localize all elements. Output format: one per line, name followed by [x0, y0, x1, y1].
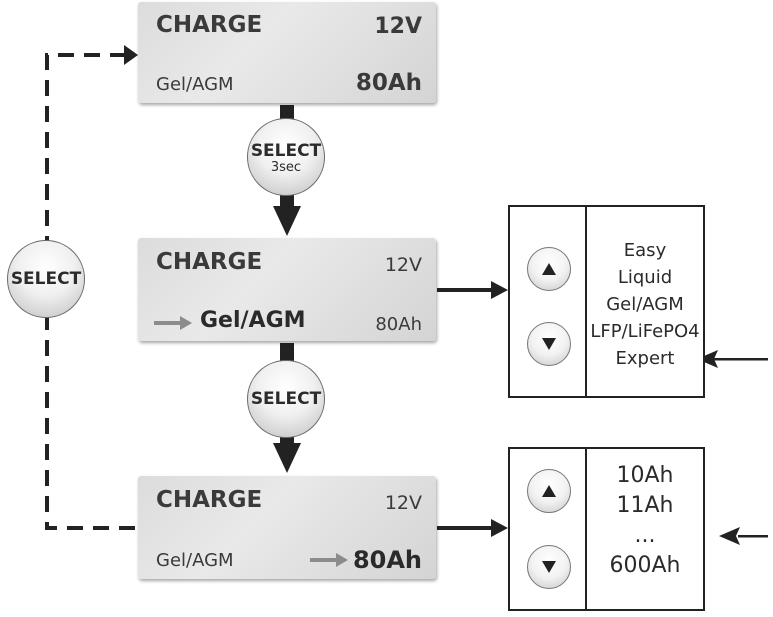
screen-3-voltage: 12V [384, 492, 422, 514]
mode-option-easy: Easy [623, 240, 667, 261]
select-button-hold[interactable]: SELECT 3sec [247, 118, 325, 196]
lcd-screen-3: CHARGE 12V Gel/AGM 80Ah [138, 476, 436, 579]
capacity-panel-divider [585, 449, 587, 609]
capacity-option-10ah: 10Ah [616, 463, 674, 488]
down-arrow-icon [542, 561, 556, 573]
arrow-to-mode-panel-head [491, 281, 508, 299]
arrow-to-capacity-panel-shaft [437, 526, 493, 530]
screen-3-mode: Gel/AGM [156, 550, 234, 571]
screen-1-capacity: 80Ah [355, 70, 422, 96]
mode-options-list: Easy Liquid Gel/AGM LFP/LiFePO4 Expert [587, 237, 703, 372]
screen-3-capacity: 80Ah [352, 546, 422, 574]
connector-1-arrowhead [273, 206, 301, 236]
capacity-pointer-shaft [738, 535, 768, 538]
mode-option-liquid: Liquid [617, 267, 673, 288]
select-button-loop-label: SELECT [10, 269, 82, 289]
mode-option-gel-agm: Gel/AGM [606, 294, 684, 315]
connector-2-top [280, 343, 294, 363]
mode-down-button[interactable] [527, 322, 571, 366]
capacity-down-button[interactable] [527, 545, 571, 589]
capacity-options-panel: 10Ah 11Ah ... 600Ah [508, 447, 705, 611]
mode-panel-divider [585, 207, 587, 396]
mode-options-panel: Easy Liquid Gel/AGM LFP/LiFePO4 Expert [508, 205, 705, 398]
screen-3-title: CHARGE [156, 487, 263, 513]
arrow-to-capacity-panel-head [491, 519, 508, 537]
capacity-option-600ah: 600Ah [609, 553, 681, 578]
dashed-loop-arrowhead [124, 45, 138, 65]
mode-pointer-shaft [712, 358, 768, 361]
screen-1-title: CHARGE [156, 12, 263, 38]
up-arrow-icon [542, 485, 556, 497]
connector-2-arrowhead [273, 443, 301, 473]
screen-2-voltage: 12V [384, 254, 422, 276]
mode-option-expert: Expert [615, 348, 675, 369]
capacity-option-11ah: 11Ah [616, 493, 674, 518]
mode-selected-arrow-icon [154, 316, 192, 330]
lcd-screen-1: CHARGE 12V Gel/AGM 80Ah [138, 2, 436, 103]
arrow-to-mode-panel-shaft [437, 288, 493, 292]
select-button-hold-duration: 3sec [270, 159, 302, 175]
screen-2-capacity: 80Ah [375, 314, 422, 335]
mode-pointer-head [697, 350, 718, 368]
capacity-up-button[interactable] [527, 469, 571, 513]
screen-2-mode: Gel/AGM [200, 308, 306, 333]
select-button-loop[interactable]: SELECT [7, 240, 85, 318]
mode-up-button[interactable] [527, 247, 571, 291]
select-button-mid[interactable]: SELECT [247, 360, 325, 438]
screen-1-mode: Gel/AGM [156, 74, 234, 95]
screen-2-title: CHARGE [156, 249, 263, 275]
select-button-mid-label: SELECT [250, 389, 322, 409]
capacity-option-ellipsis: ... [634, 523, 656, 548]
up-arrow-icon [542, 263, 556, 275]
select-button-hold-label: SELECT [250, 140, 322, 161]
screen-1-voltage: 12V [374, 14, 422, 39]
capacity-options-list: 10Ah 11Ah ... 600Ah [587, 461, 703, 581]
down-arrow-icon [542, 338, 556, 350]
capacity-selected-arrow-icon [310, 553, 348, 567]
capacity-pointer-head [719, 527, 740, 545]
lcd-screen-2: CHARGE 12V Gel/AGM 80Ah [138, 238, 436, 341]
mode-option-lfp: LFP/LiFePO4 [590, 321, 700, 342]
